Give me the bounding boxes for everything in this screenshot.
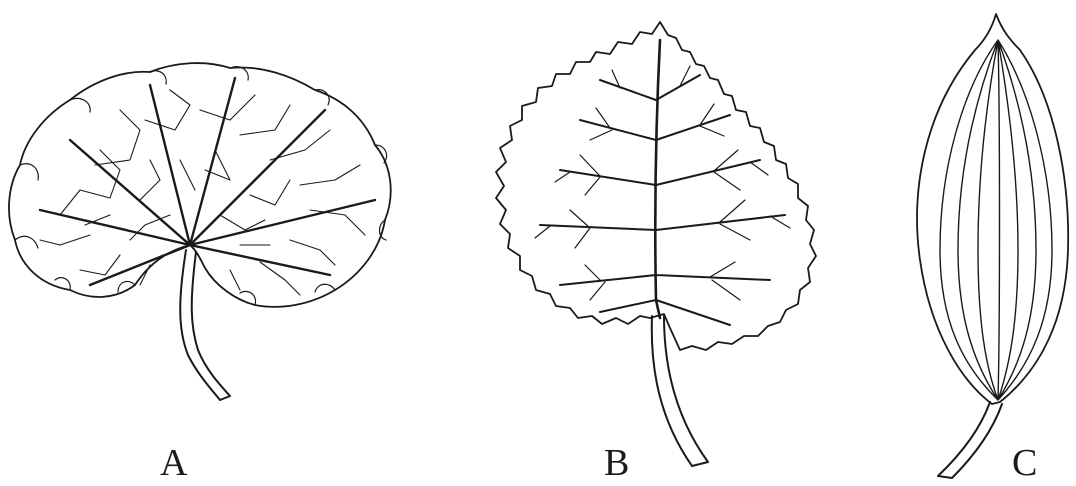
leaf-a-palmate-icon (9, 63, 391, 400)
leaf-label-b: B (604, 444, 629, 482)
leaf-label-c: C (1012, 444, 1037, 482)
leaf-label-a: A (160, 444, 187, 482)
leaf-c-parallel-icon (917, 14, 1068, 478)
leaf-b-pinnate-icon (496, 22, 816, 466)
